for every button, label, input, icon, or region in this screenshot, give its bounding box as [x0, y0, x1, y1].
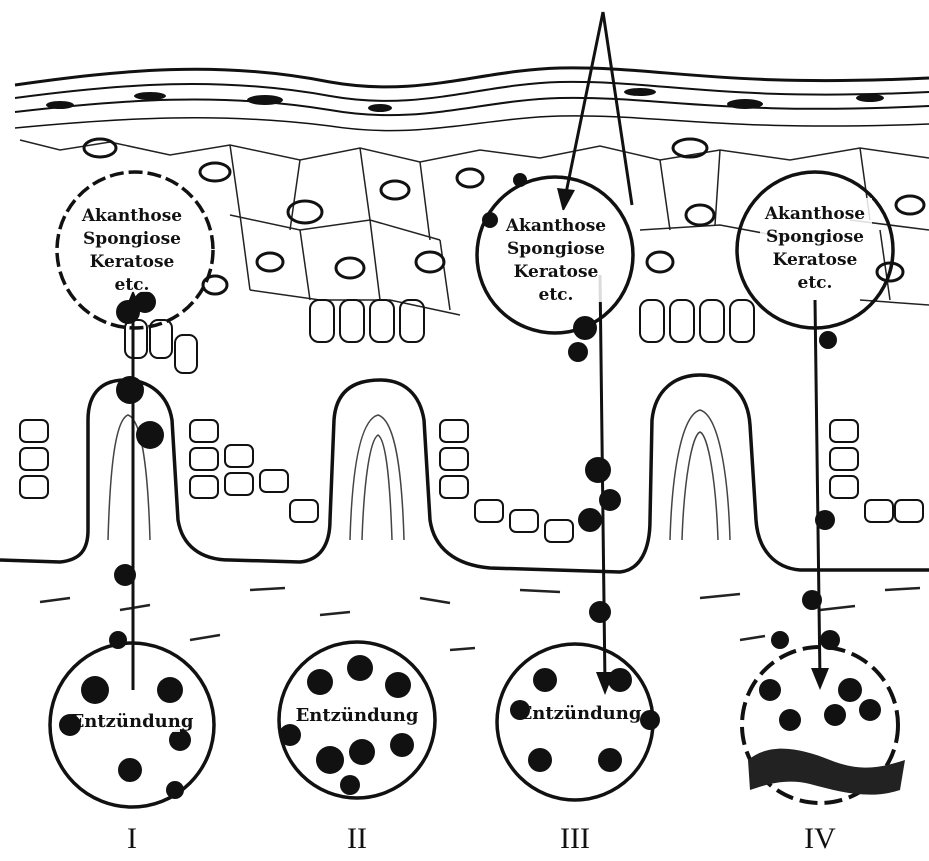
lower-label-II: Entzündung — [296, 702, 419, 726]
numeral-II: II — [347, 822, 367, 855]
upper-label-I: Akanthose Spongiose Keratose etc. — [78, 200, 190, 295]
lower-label-III-text: Entzündung — [519, 703, 642, 724]
upper-label-I-line1: Akanthose — [81, 206, 182, 226]
upper-label-III-line1: Akanthose — [505, 216, 606, 236]
upper-label-III-line2: Spongiose — [507, 239, 605, 259]
numeral-IV: IV — [804, 822, 836, 855]
lower-label-III: Entzündung — [519, 700, 642, 724]
lower-label-I-text: Entzündung — [71, 711, 194, 732]
numeral-I: I — [127, 822, 137, 855]
upper-label-IV: Akanthose Spongiose Keratose etc. — [760, 198, 872, 293]
upper-label-I-line3: Keratose — [90, 252, 175, 272]
upper-label-III-line3: Keratose — [514, 262, 599, 282]
upper-label-I-line2: Spongiose — [83, 229, 181, 249]
upper-label-III-line4: etc. — [539, 285, 574, 305]
upper-label-III: Akanthose Spongiose Keratose etc. — [500, 210, 612, 305]
upper-label-IV-line2: Spongiose — [766, 227, 864, 247]
upper-label-IV-line4: etc. — [798, 273, 833, 293]
lower-label-II-text: Entzündung — [296, 705, 419, 726]
upper-label-IV-line3: Keratose — [773, 250, 858, 270]
upper-label-I-line4: etc. — [115, 275, 150, 295]
numeral-III: III — [560, 822, 590, 855]
lower-label-I: Entzündung — [71, 708, 194, 732]
upper-label-IV-line1: Akanthose — [764, 204, 865, 224]
